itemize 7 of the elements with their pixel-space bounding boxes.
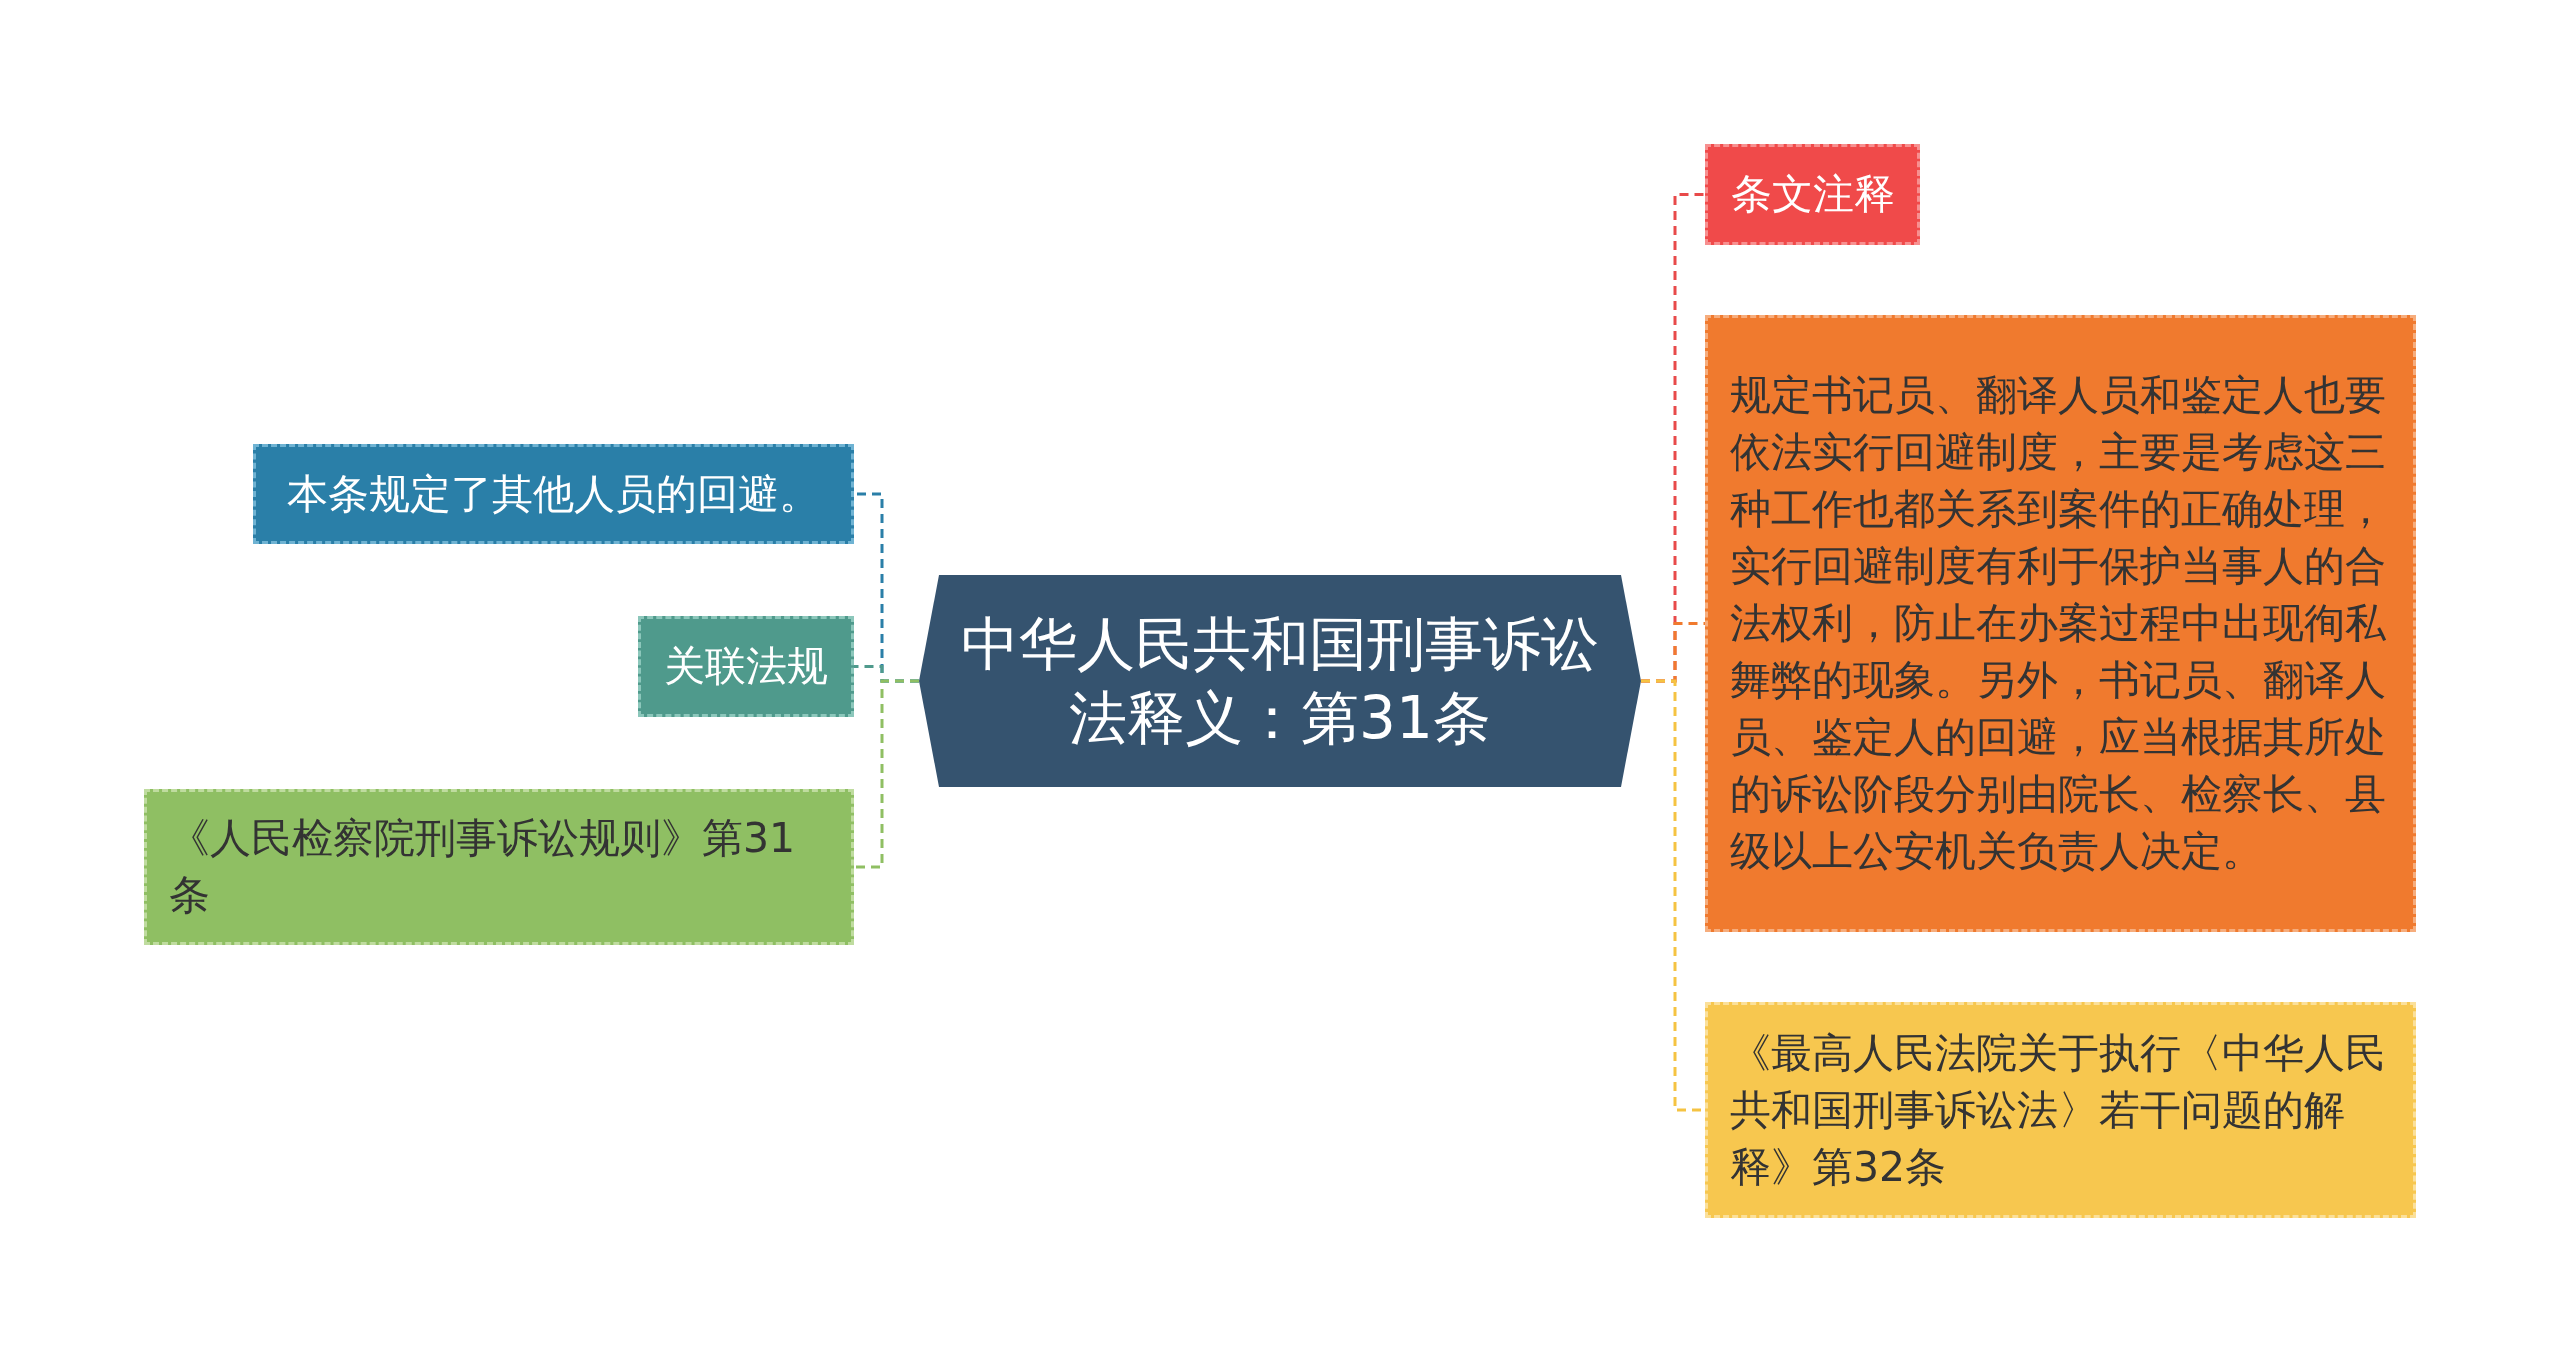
topic-box: 《人民检察院刑事诉讼规则》第31条 [144,789,854,945]
topic-box: 规定书记员、翻译人员和鉴定人也要依法实行回避制度，主要是考虑这三种工作也都关系到案件的正确处理，实行回避制度有利于保护当事人的合法权利，防止在办案过程中出现徇私舞弊的现象。另外，书记员、翻译人员、鉴定人的回避，应当根据其所处的诉讼阶段分别由院长、检察长、县级以上公安机关负责人决定。 [1705,315,2416,932]
topic-box: 本条规定了其他人员的回避。 [253,444,854,544]
connector [854,679,919,869]
topic-box: 关联法规 [638,616,854,717]
topic-box: 条文注释 [1705,144,1920,245]
topic-box: 《最高人民法院关于执行〈中华人民共和国刑事诉讼法〉若干问题的解释》第32条 [1705,1002,2416,1218]
